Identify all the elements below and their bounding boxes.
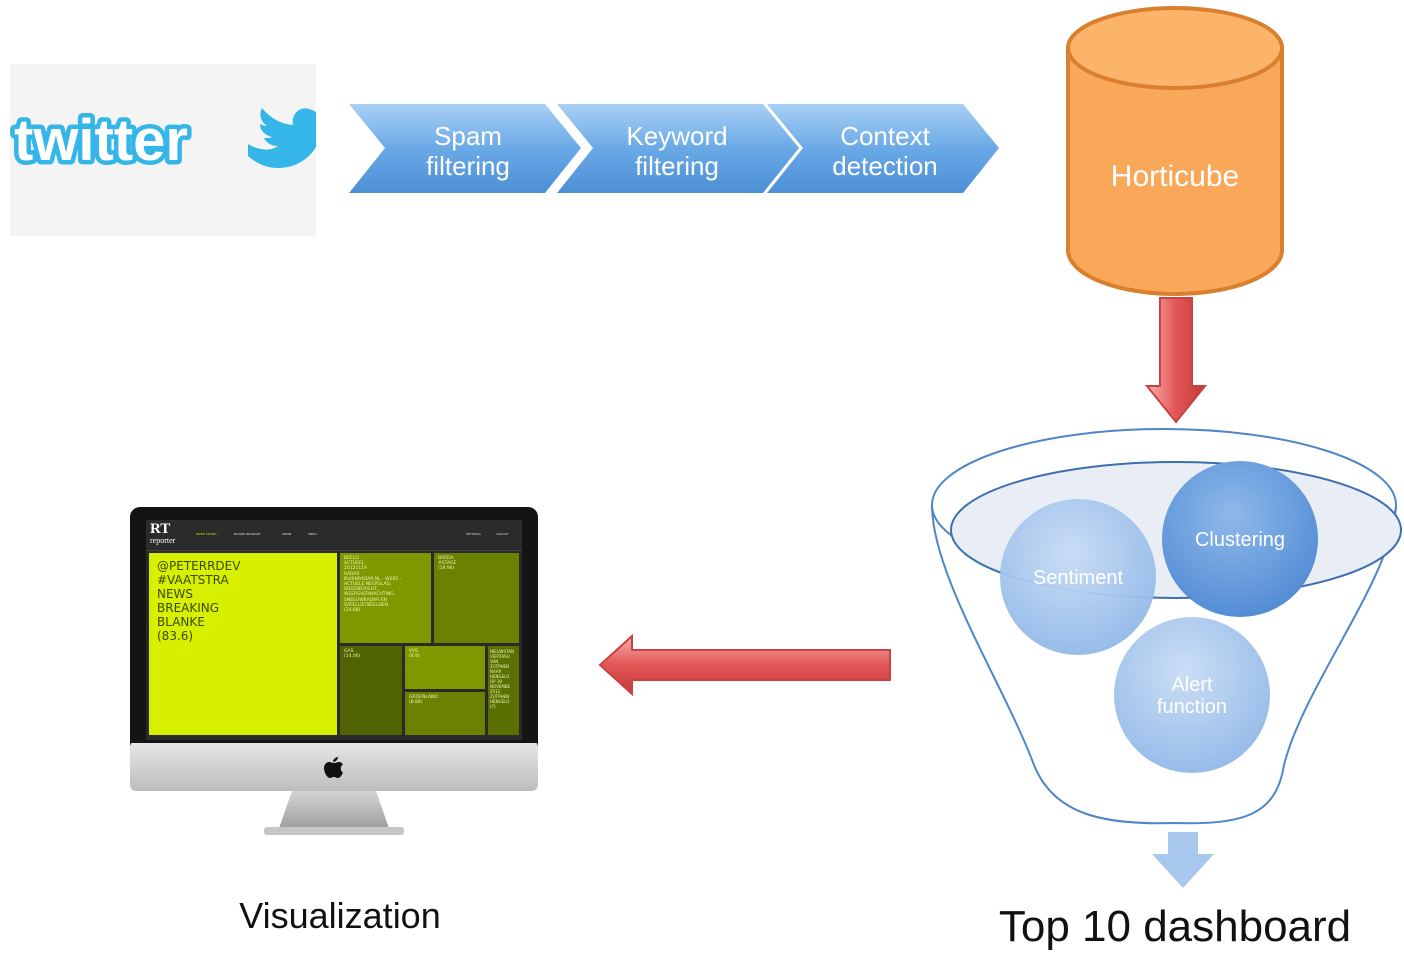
screen-nav-2: ANWB	[282, 532, 292, 536]
tile-beeld: BEELD ACTUEEL 20121119 RADAR BUIENRADAR.…	[340, 553, 431, 643]
tile-vvs: VVS (8.8)	[405, 646, 485, 689]
step-label-line2: detection	[832, 151, 938, 181]
tile-text: BUIENRADAR.NL - WEER -	[344, 576, 402, 582]
alert-label-line1: Alert	[1171, 674, 1213, 696]
tile-text: VERTRAGI	[490, 654, 510, 659]
clustering-circle	[1162, 461, 1318, 617]
tile-text: OP 19	[490, 679, 502, 684]
twitter-wordmark: twitter	[14, 108, 188, 173]
apple-logo-icon	[324, 757, 343, 778]
arrow-down-red	[1144, 297, 1208, 424]
tile-text: GAS	[344, 649, 354, 654]
screen-nav-settings: SETTINGS	[466, 532, 481, 536]
tile-text: RADAR	[344, 571, 360, 577]
alert-label: Alert function	[1122, 674, 1262, 718]
tile-text: ZUTPHEN	[490, 664, 510, 669]
funnel-circles	[1000, 461, 1318, 773]
twitter-logo-graphic: twitter	[10, 104, 330, 178]
tile-nieuws: NIEUWSTAN VERTRAGI VAN ZUTPHEN NAAR HENG…	[488, 646, 519, 735]
pipeline-step-context: Context detection	[810, 121, 960, 181]
dashboard-caption: Top 10 dashboard	[998, 902, 1352, 951]
tile-text: GROENLAND	[409, 695, 438, 700]
tile-main-line: #VAATSTRA	[157, 573, 229, 587]
twitter-logo: twitter	[10, 64, 330, 236]
arrow-left-red	[598, 633, 891, 697]
step-label-line1: Context	[840, 121, 930, 151]
bird-icon	[248, 108, 330, 168]
tile-text: HENGELO	[490, 674, 510, 679]
tile-text: BEELD	[344, 556, 359, 561]
tile-text: ZUTPHEN	[490, 694, 510, 699]
tile-text: BREDA	[438, 556, 454, 561]
step-label-line1: Spam	[434, 121, 502, 151]
tile-main-line: BREAKING	[157, 601, 220, 615]
arrow-down-blue	[1152, 832, 1214, 888]
tile-groenland: GROENLAND (8.88)	[405, 692, 485, 735]
tile-main-line: BLANKE	[157, 615, 205, 629]
tile-text: WEERSVERWACHTING,	[344, 592, 396, 598]
tile-text: WEERBERICHT,	[344, 587, 379, 593]
tile-text: ACTUELE NEERSLAG,	[344, 582, 392, 588]
pipeline-step-keyword: Keyword filtering	[602, 121, 752, 181]
monitor-screen: RT reporter INTER FILTER... NOORD BRABAN…	[146, 520, 522, 740]
alert-circle	[1114, 617, 1270, 773]
tile-text: VAN	[490, 659, 499, 664]
step-label-line1: Keyword	[626, 121, 728, 151]
chevron-spam	[349, 104, 581, 193]
tile-text: NOVEMBE	[490, 684, 511, 689]
tile-text: 20121119	[344, 566, 367, 572]
step-label-line2: filtering	[635, 151, 719, 181]
tile-main: @PETERRDEV #VAATSTRA NEWS BREAKING BLANK…	[149, 553, 337, 735]
tile-text: SNEEUWRADAR EN	[344, 597, 387, 603]
screen-nav-0: INTER FILTER...	[196, 532, 219, 536]
screen-topbar: RT reporter INTER FILTER... NOORD BRABAN…	[146, 520, 522, 551]
tile-gas: GAS (14.06)	[340, 646, 402, 735]
tile-main-line: NEWS	[157, 587, 194, 601]
screen-nav-logout: LOGOUT	[496, 532, 509, 536]
tile-text: VVS	[409, 649, 419, 654]
tile-breda: BREDA #STAGE (18.96)	[434, 553, 519, 643]
rt-brand: RT reporter	[150, 521, 176, 546]
screen-nav-3: SNELL	[308, 532, 318, 536]
tile-text: (14.06)	[344, 654, 361, 660]
screen-nav-1: NOORD BRABANT	[234, 532, 261, 536]
tile-text: NIEUWSTAN	[490, 649, 514, 654]
rt-brand-bottom: reporter	[150, 536, 176, 545]
step-label-line2: filtering	[426, 151, 510, 181]
tile-main-line: (83.6)	[157, 629, 194, 643]
pipeline-step-spam: Spam filtering	[398, 121, 538, 181]
tile-text: HENGELO	[490, 699, 510, 704]
tile-text: (7)	[490, 704, 496, 709]
chevron-keyword	[557, 104, 799, 193]
tile-main-line: @PETERRDEV	[157, 559, 241, 573]
visualization-caption: Visualization	[239, 895, 441, 936]
horticube-label: Horticube	[1110, 160, 1240, 193]
sentiment-label: Sentiment	[1032, 567, 1124, 589]
tile-text: (8.8)	[409, 654, 420, 660]
tile-text: (18.96)	[438, 566, 455, 572]
clustering-label: Clustering	[1194, 529, 1286, 551]
rt-brand-top: RT	[150, 521, 171, 537]
tile-text: #STAGE	[438, 561, 457, 567]
tile-text: 2012	[490, 689, 501, 694]
tile-text: (8.88)	[409, 700, 423, 706]
tile-text: (20.68)	[344, 608, 361, 614]
chevron-context	[767, 104, 999, 193]
tile-text: NAAR	[490, 669, 502, 674]
alert-label-line2: function	[1156, 696, 1228, 718]
horticube-database	[1066, 6, 1284, 296]
tile-text: ACTUEEL	[344, 561, 365, 567]
tile-text: SATELLIETBEELDEN	[344, 602, 389, 608]
sentiment-circle	[1000, 499, 1156, 655]
pipeline-chevrons	[349, 104, 999, 193]
